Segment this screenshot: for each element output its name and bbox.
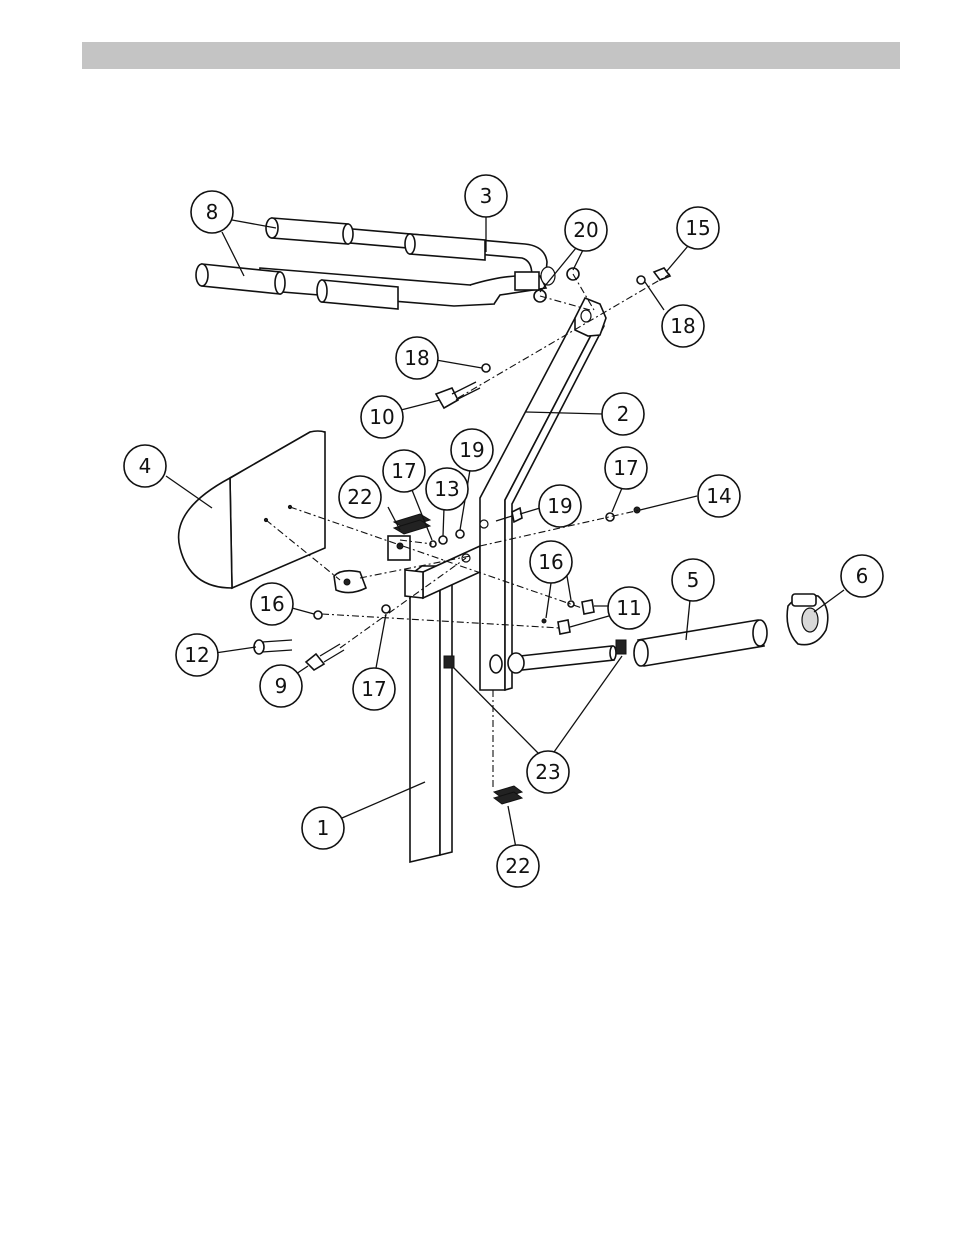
callout-20: 20: [565, 209, 607, 251]
svg-text:19: 19: [459, 438, 484, 462]
callout-10: 10: [361, 396, 403, 438]
svg-text:16: 16: [259, 592, 284, 616]
svg-text:18: 18: [670, 314, 695, 338]
callout-6: 6: [841, 555, 883, 597]
callout-22-lower: 22: [497, 845, 539, 887]
svg-text:14: 14: [706, 484, 731, 508]
callout-9: 9: [260, 665, 302, 707]
callout-16-left: 16: [251, 583, 293, 625]
callout-14: 14: [698, 475, 740, 517]
part-5-sleeve: [634, 620, 767, 666]
callout-16-right: 16: [530, 541, 572, 583]
part-6-collar: [787, 594, 828, 645]
svg-text:22: 22: [505, 854, 530, 878]
assembly-centerlines: [266, 274, 670, 790]
callout-17-upper-left: 17: [383, 450, 425, 492]
svg-text:23: 23: [535, 760, 560, 784]
callout-18-upper: 18: [662, 305, 704, 347]
svg-text:13: 13: [434, 477, 459, 501]
svg-text:2: 2: [617, 402, 630, 426]
svg-text:4: 4: [139, 454, 152, 478]
callout-23: 23: [527, 751, 569, 793]
callout-11: 11: [608, 587, 650, 629]
callout-4: 4: [124, 445, 166, 487]
svg-text:1: 1: [317, 816, 330, 840]
callout-19-left: 19: [451, 429, 493, 471]
svg-text:10: 10: [369, 405, 394, 429]
svg-text:17: 17: [361, 677, 386, 701]
svg-text:3: 3: [480, 184, 493, 208]
part-22-cap-bottom: [494, 786, 522, 804]
callout-12: 12: [176, 634, 218, 676]
callout-8: 8: [191, 191, 233, 233]
svg-text:18: 18: [404, 346, 429, 370]
svg-text:17: 17: [391, 459, 416, 483]
svg-text:6: 6: [856, 564, 869, 588]
part-4-back-pad: [179, 431, 325, 588]
callout-2: 2: [602, 393, 644, 435]
callout-22-upper: 22: [339, 476, 381, 518]
callout-15: 15: [677, 207, 719, 249]
svg-text:9: 9: [275, 674, 288, 698]
callout-18-lower: 18: [396, 337, 438, 379]
svg-text:19: 19: [547, 494, 572, 518]
svg-text:15: 15: [685, 216, 710, 240]
callout-3: 3: [465, 175, 507, 217]
callout-5: 5: [672, 559, 714, 601]
svg-text:5: 5: [687, 568, 700, 592]
part-1-upright-post: [410, 566, 452, 862]
callout-19-right: 19: [539, 485, 581, 527]
callout-1: 1: [302, 807, 344, 849]
svg-text:11: 11: [616, 596, 641, 620]
callout-17-lower: 17: [353, 668, 395, 710]
callout-13: 13: [426, 468, 468, 510]
svg-text:20: 20: [573, 218, 598, 242]
svg-text:17: 17: [613, 456, 638, 480]
svg-text:16: 16: [538, 550, 563, 574]
svg-text:22: 22: [347, 485, 372, 509]
bracket-plate: [334, 571, 366, 593]
svg-text:8: 8: [206, 200, 219, 224]
callout-17-right: 17: [605, 447, 647, 489]
svg-text:12: 12: [184, 643, 209, 667]
